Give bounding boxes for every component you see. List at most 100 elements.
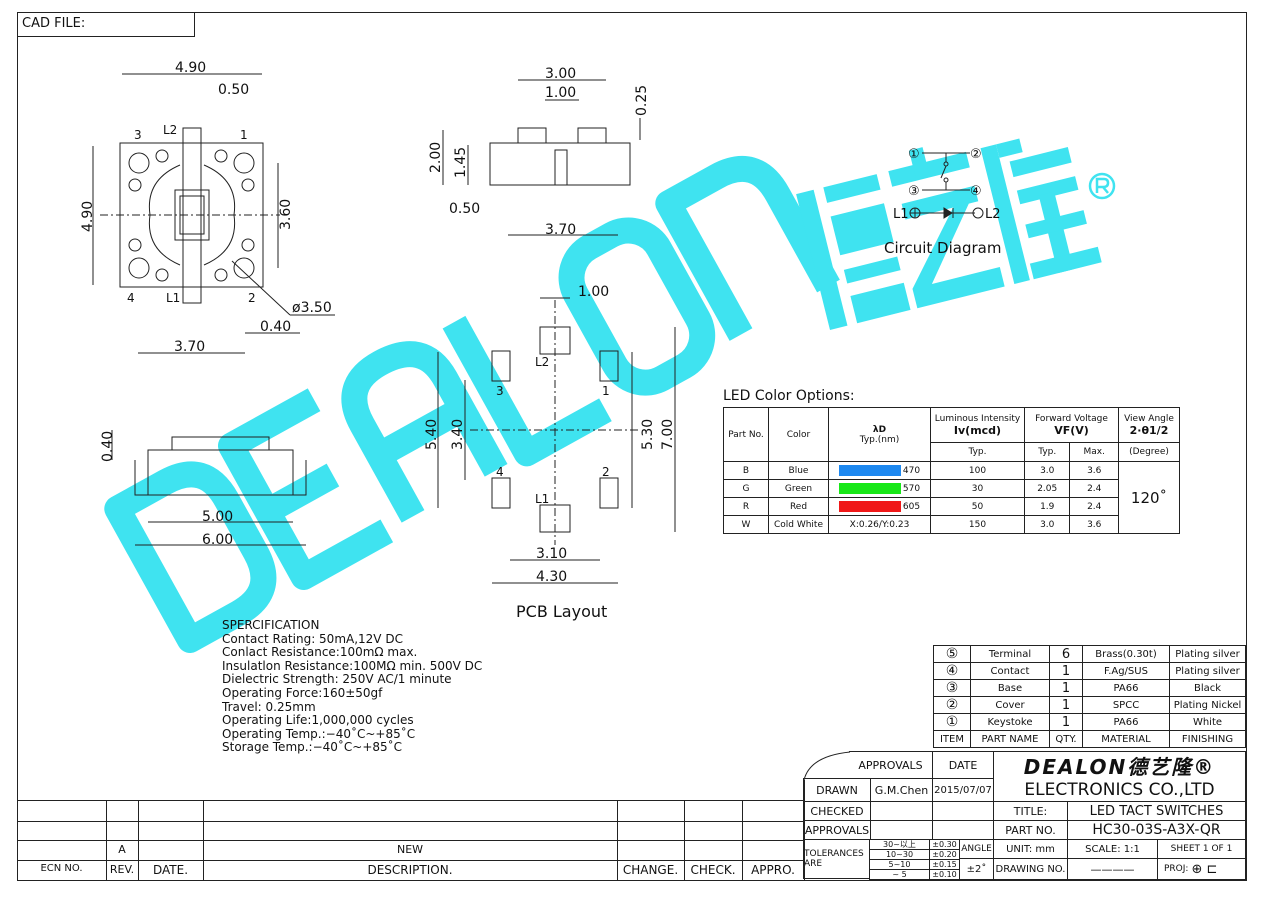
pcb-pins-4: 2 (602, 465, 610, 479)
revision-rev: A (118, 843, 126, 856)
led-headers-fv: Forward Voltage (1035, 413, 1108, 424)
bom-headers-finish: FINISHING (1169, 730, 1246, 748)
top-view (92, 73, 335, 354)
cad-file-label: CAD FILE: (17, 12, 195, 37)
spec-lines-6: Operating Life:1,000,000 cycles (222, 713, 414, 728)
pcb-dims-6: 4.30 (536, 569, 567, 585)
led-rows-3-max: 3.6 (1069, 515, 1119, 534)
bom-rows-2-item: ③ (933, 679, 971, 697)
led-headers-lum-typ: Typ. (930, 442, 1025, 462)
led-headers-fv-unit: VF(V) (1054, 423, 1089, 437)
circuit-nodes-2: ③ (908, 184, 920, 199)
bom-rows-3-name: Cover (970, 696, 1050, 714)
pcb-dims-4: 7.00 (660, 419, 676, 450)
circuit-nodes-1: ② (970, 147, 982, 162)
bom-rows-3-finish: Plating Nickel (1169, 696, 1246, 714)
revision-headers-0: ECN NO. (40, 863, 83, 874)
spec-lines-7: Operating Temp.:−40˚C~+85˚C (222, 726, 416, 741)
led-rows-0-lum: 100 (930, 461, 1025, 480)
spec-lines-3: Dielectric Strength: 250V AC/1 minute (222, 672, 452, 687)
spec-lines-5: Travel: 0.25mm (222, 699, 316, 714)
led-rows-3-typ: 3.0 (1023, 515, 1071, 534)
title-block-proj: PROJ: (1164, 864, 1189, 874)
led-headers-lum: Luminous Intensity (934, 413, 1021, 424)
revision-headers-2: DATE. (152, 863, 189, 877)
title-block-title-label: TITLE: (993, 801, 1068, 821)
top-view-pins-4: 4 (127, 291, 135, 305)
pcb-pins-1: 3 (496, 384, 504, 398)
watermark-chinese (796, 138, 1102, 330)
title-block-sheet: SHEET 1 OF 1 (1157, 839, 1246, 859)
bom-rows-3-qty: 1 (1049, 696, 1083, 714)
circuit-l2: L2 (985, 207, 1001, 222)
bom-rows-4-name: Keystoke (970, 713, 1050, 731)
top-view-dims-3: 3.60 (278, 199, 294, 230)
led-rows-3-color: Cold White (768, 515, 829, 534)
circuit-l1: L1 (893, 207, 909, 222)
bom-rows-2-name: Base (970, 679, 1050, 697)
top-view-pins-2: L2 (163, 123, 177, 137)
led-rows-1-max: 2.4 (1069, 479, 1119, 498)
bom-headers-item: ITEM (933, 730, 971, 748)
led-rows-1-typ: 2.05 (1023, 479, 1071, 498)
title-block-drawn-date: 2015/07/07 (932, 778, 994, 802)
led-rows-1-nm: 570 (902, 484, 921, 494)
drawing-frame (17, 12, 1247, 880)
projection-symbol-icon: ⊕ ⊏ (1191, 861, 1218, 877)
title-block-drawn-by: G.M.Chen (870, 778, 933, 802)
led-rows-1-color: Green (768, 479, 829, 498)
led-rows-2-color: Red (768, 497, 829, 516)
led-rows-1-part: G (723, 479, 769, 498)
led-headers-fv-max: Max. (1069, 442, 1119, 462)
bom-headers-material: MATERIAL (1082, 730, 1170, 748)
bom-rows-0-finish: Plating silver (1169, 645, 1246, 663)
bom-rows-0-material: Brass(0.30t) (1082, 645, 1170, 663)
bom-rows-1-name: Contact (970, 662, 1050, 680)
bom-rows-4-qty: 1 (1049, 713, 1083, 731)
led-headers-lum-unit: Iv(mcd) (953, 423, 1002, 437)
led-headers-view-deg: (Degree) (1118, 442, 1180, 462)
pcb-pins-5: L1 (535, 492, 549, 506)
title-block-date: DATE (932, 751, 994, 779)
title-block-company: ELECTRONICS CO.,LTD (993, 778, 1246, 802)
watermark-logo (104, 156, 840, 653)
bom-rows-2-material: PA66 (1082, 679, 1170, 697)
pcb-dims-5: 3.10 (536, 546, 567, 562)
led-headers-lambda: λD (872, 424, 887, 435)
top-view-pins-3: L1 (166, 291, 180, 305)
title-block-unit: UNIT: mm (993, 839, 1068, 859)
top-view-pins-1: 1 (240, 128, 248, 142)
led-rows-3-lum: 150 (930, 515, 1025, 534)
title-block-drawn: DRAWN (803, 778, 871, 802)
front-view-dims-2: 6.00 (202, 532, 233, 548)
bom-headers-qty: QTY. (1049, 730, 1083, 748)
top-view-dims-5: 0.40 (260, 319, 291, 335)
title-block-drawing-no-value: ———— (1067, 858, 1158, 880)
led-headers-color: Color (768, 407, 829, 462)
title-block-part-label: PART NO. (993, 820, 1068, 840)
circuit-nodes-3: ④ (970, 184, 982, 199)
led-headers-fv-typ: Typ. (1023, 442, 1071, 462)
pcb-pins-3: 4 (496, 465, 504, 479)
pcb-title: PCB Layout (516, 602, 607, 621)
revision-headers-4: CHANGE. (622, 863, 679, 877)
led-rows-2-nm: 605 (902, 502, 921, 512)
spec-lines-1: Conlact Resistance:100mΩ max. (222, 645, 418, 660)
title-block-tol-ranges-3: ~ 5 (869, 869, 930, 880)
bom-rows-0-name: Terminal (970, 645, 1050, 663)
led-rows-0-typ: 3.0 (1023, 461, 1071, 480)
spec-lines-2: Insulatlon Resistance:100MΩ min. 500V DC (222, 658, 483, 673)
led-headers-view-unit: 2·θ1/2 (1129, 423, 1169, 437)
bom-headers-name: PART NAME (970, 730, 1050, 748)
led-rows-0-nm: 470 (902, 466, 921, 476)
revision-headers-6: APPRO. (751, 863, 795, 877)
led-rows-3-part: W (723, 515, 769, 534)
front-view-dims-1: 5.00 (202, 509, 233, 525)
title-block-part-no: HC30-03S-A3X-QR (1067, 820, 1246, 840)
side-view-dims-2: 0.25 (634, 85, 650, 116)
title-block-drawing-no: DRAWING NO. (993, 858, 1068, 880)
